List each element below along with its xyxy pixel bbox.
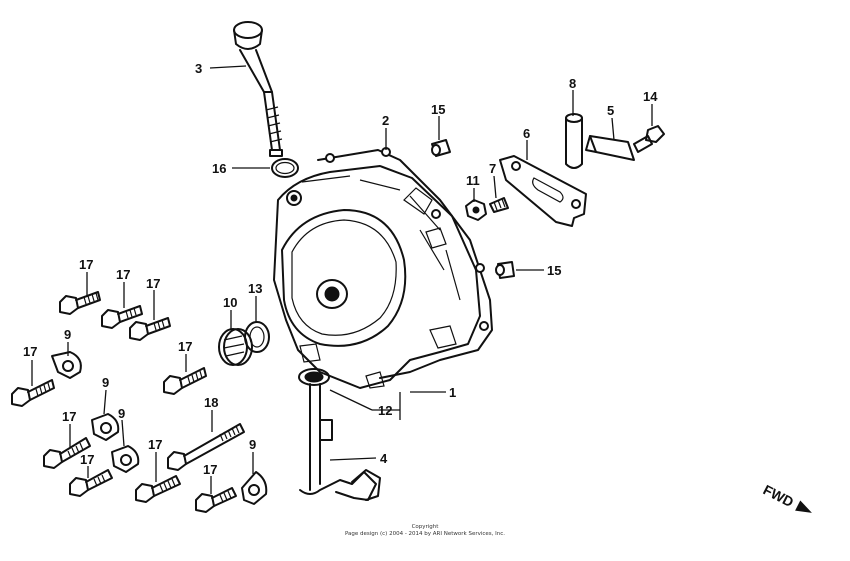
bolt-17-b-part bbox=[101, 305, 143, 329]
bolt-17-d-part bbox=[11, 379, 55, 407]
copyright-line-1: Copyright bbox=[411, 524, 439, 530]
callout-7: 7 bbox=[489, 161, 496, 176]
callout-8: 8 bbox=[569, 76, 576, 91]
bolt-17-h-part bbox=[135, 475, 181, 503]
callout-9-d: 9 bbox=[249, 437, 256, 452]
callout-17-i: 17 bbox=[203, 462, 217, 477]
shaft-seal-part bbox=[298, 368, 330, 386]
callout-16: 16 bbox=[212, 161, 226, 176]
callout-17-c: 17 bbox=[146, 276, 160, 291]
small-screw-part bbox=[489, 197, 509, 213]
dowel-pin-right-part bbox=[495, 261, 515, 279]
callout-4: 4 bbox=[380, 451, 388, 466]
callout-17-b: 17 bbox=[116, 267, 130, 282]
o-ring-part bbox=[271, 158, 299, 178]
copyright-line-2: Page design (c) 2004 - 2014 by ARI Netwo… bbox=[344, 531, 506, 537]
fwd-arrow: FWD bbox=[761, 481, 812, 513]
fwd-label: FWD bbox=[761, 481, 797, 510]
dipstick-part bbox=[233, 21, 283, 157]
pin-part bbox=[565, 113, 583, 169]
callout-17-g: 17 bbox=[80, 452, 94, 467]
bolt-17-c-part bbox=[129, 317, 171, 341]
bolt-17-i-part bbox=[195, 487, 237, 513]
callout-15-top: 15 bbox=[431, 102, 445, 117]
callout-15-right: 15 bbox=[547, 263, 561, 278]
dowel-pin-top-part bbox=[431, 139, 451, 157]
callout-14: 14 bbox=[643, 89, 658, 104]
callout-9-c: 9 bbox=[118, 406, 125, 421]
callout-17-h: 17 bbox=[148, 437, 162, 452]
callout-3: 3 bbox=[195, 61, 202, 76]
leader-lines bbox=[31, 65, 653, 494]
callout-labels: 3 16 2 15 8 5 14 6 7 11 15 13 10 9 9 9 9… bbox=[23, 61, 658, 477]
shift-rod-part bbox=[299, 383, 381, 501]
callout-2: 2 bbox=[382, 113, 389, 128]
clip-part bbox=[585, 135, 635, 161]
callout-17-a: 17 bbox=[79, 257, 93, 272]
gasket-part bbox=[317, 147, 493, 379]
callout-10: 10 bbox=[223, 295, 237, 310]
bolt-17-f-part bbox=[43, 437, 91, 469]
long-bolt-18-part bbox=[167, 423, 245, 471]
callout-9-b: 9 bbox=[102, 375, 109, 390]
callout-13: 13 bbox=[248, 281, 262, 296]
bolt-17-a-part bbox=[59, 291, 101, 315]
callout-17-f: 17 bbox=[62, 409, 76, 424]
bracket-plate-part bbox=[499, 155, 587, 227]
callout-12: 12 bbox=[378, 403, 392, 418]
nut-part bbox=[465, 199, 487, 221]
callout-6: 6 bbox=[523, 126, 530, 141]
seal-10-part bbox=[218, 328, 253, 366]
callout-1: 1 bbox=[449, 385, 456, 400]
bolt-17-g-part bbox=[69, 469, 113, 497]
clamp-9-b-part bbox=[91, 413, 120, 441]
callout-18: 18 bbox=[204, 395, 218, 410]
callout-5: 5 bbox=[607, 103, 614, 118]
clamp-9-c-part bbox=[111, 445, 140, 473]
callout-9-a: 9 bbox=[64, 327, 71, 342]
bolt-14-part bbox=[633, 125, 665, 153]
callout-11: 11 bbox=[466, 173, 480, 188]
bolt-17-e-part bbox=[163, 367, 207, 395]
clamp-9-a-part bbox=[51, 351, 82, 379]
case-cover-part bbox=[273, 165, 481, 389]
callout-17-d: 17 bbox=[23, 344, 37, 359]
clamp-9-d-part bbox=[241, 471, 268, 505]
callout-17-e: 17 bbox=[178, 339, 192, 354]
